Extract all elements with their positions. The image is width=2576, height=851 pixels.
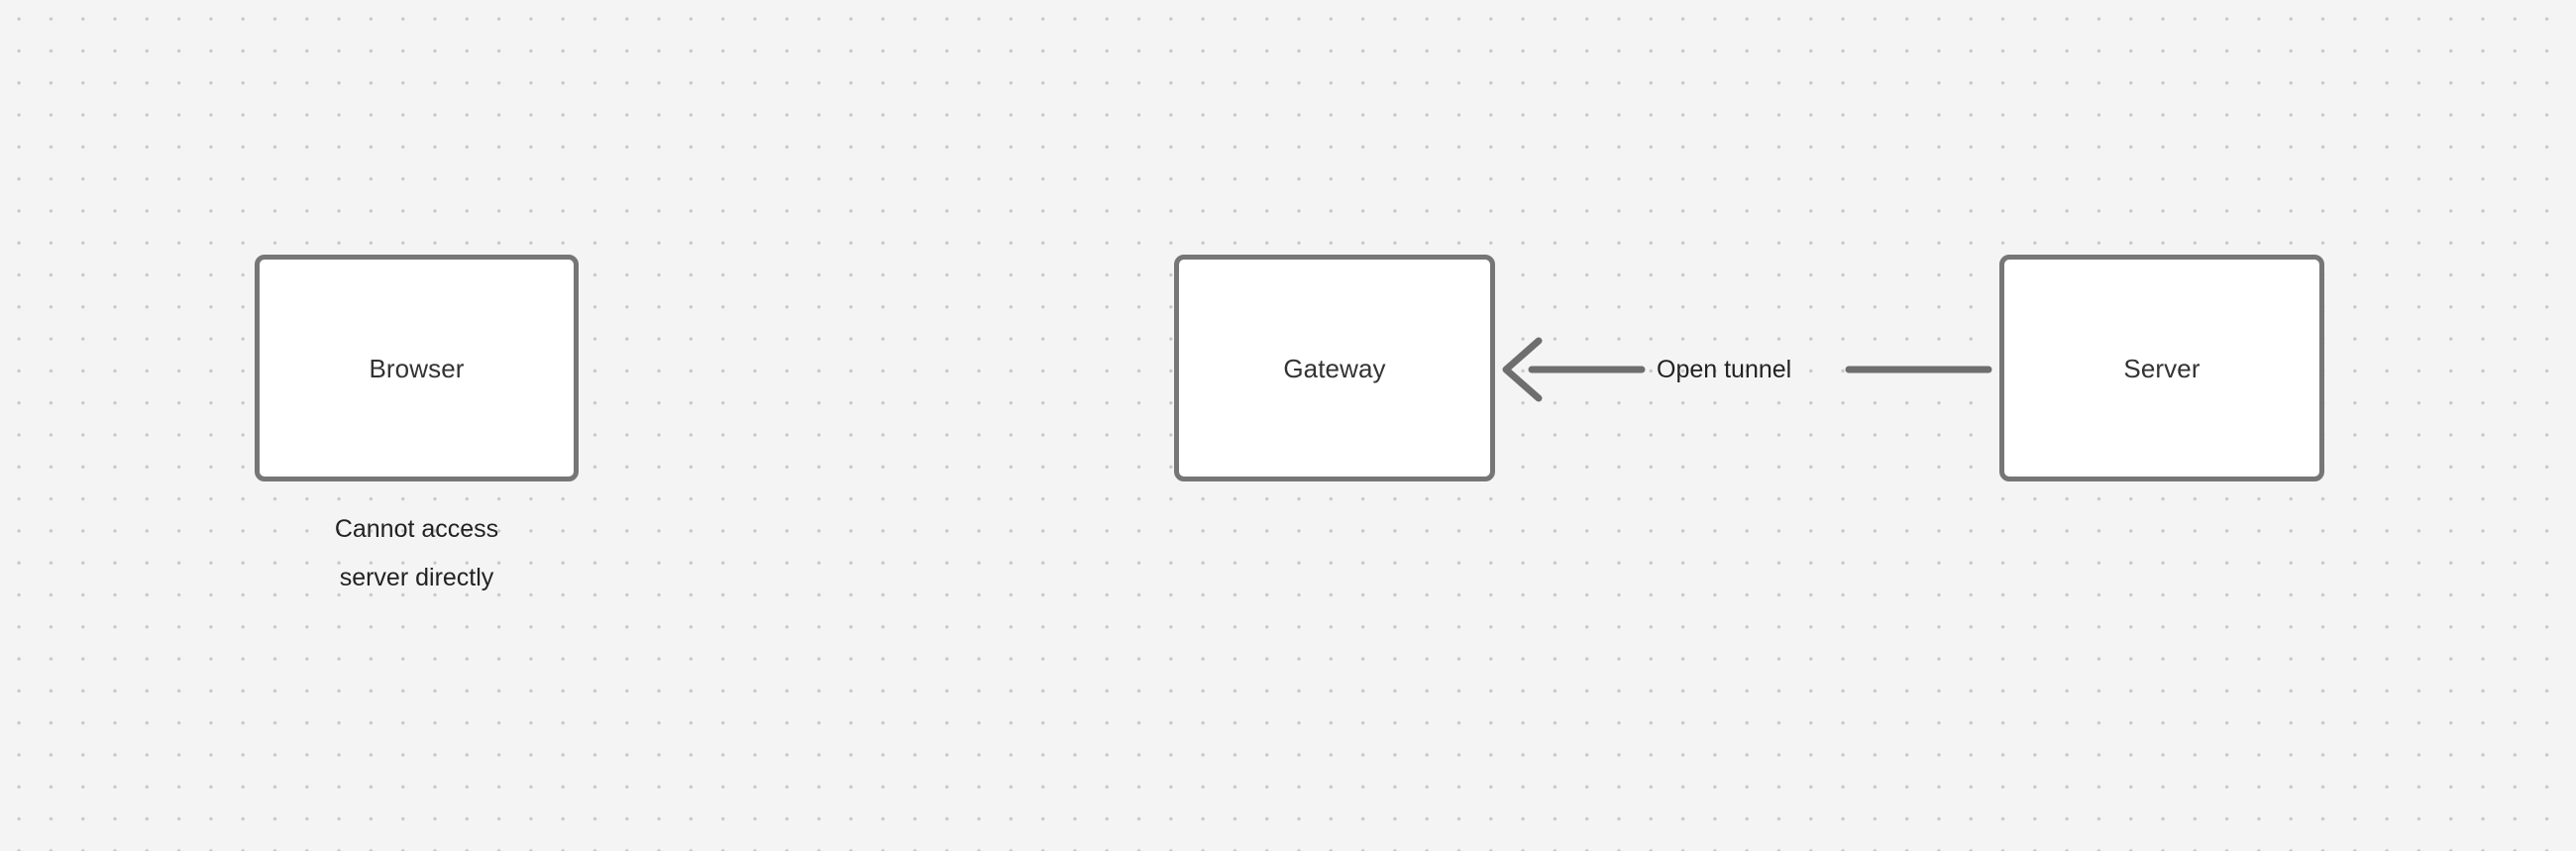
node-server-label: Server xyxy=(2123,353,2200,383)
node-browser-label: Browser xyxy=(369,353,465,383)
node-browser[interactable]: Browser xyxy=(255,255,579,481)
browser-caption-line-2: server directly xyxy=(339,564,494,591)
node-server[interactable]: Server xyxy=(1999,255,2324,481)
edge-arrowhead-icon xyxy=(1502,337,1543,402)
node-gateway[interactable]: Gateway xyxy=(1174,255,1495,481)
browser-caption: Cannot access server directly xyxy=(255,505,579,602)
browser-caption-line-1: Cannot access xyxy=(334,515,499,543)
edge-label-open-tunnel: Open tunnel xyxy=(1657,356,1792,383)
node-gateway-label: Gateway xyxy=(1283,353,1386,383)
